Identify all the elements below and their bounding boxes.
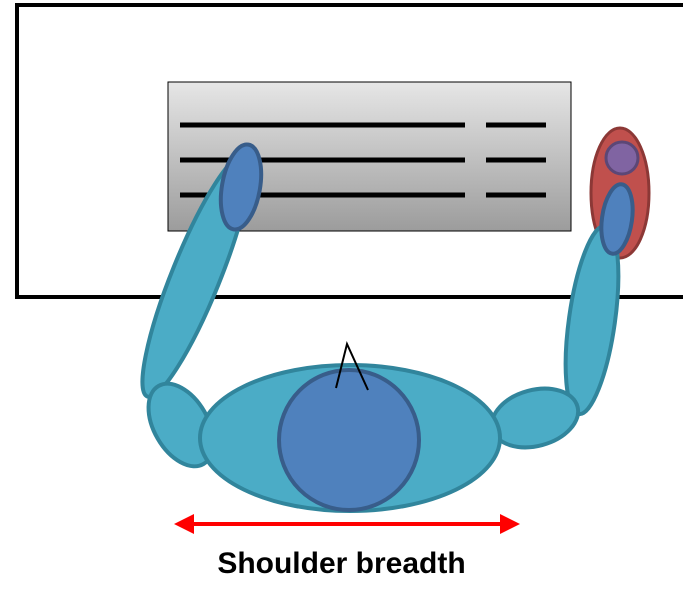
mouse-button (606, 142, 638, 174)
shoulder-breadth-caption: Shoulder breadth (0, 546, 683, 582)
head (279, 370, 419, 510)
right-arm (485, 223, 628, 457)
